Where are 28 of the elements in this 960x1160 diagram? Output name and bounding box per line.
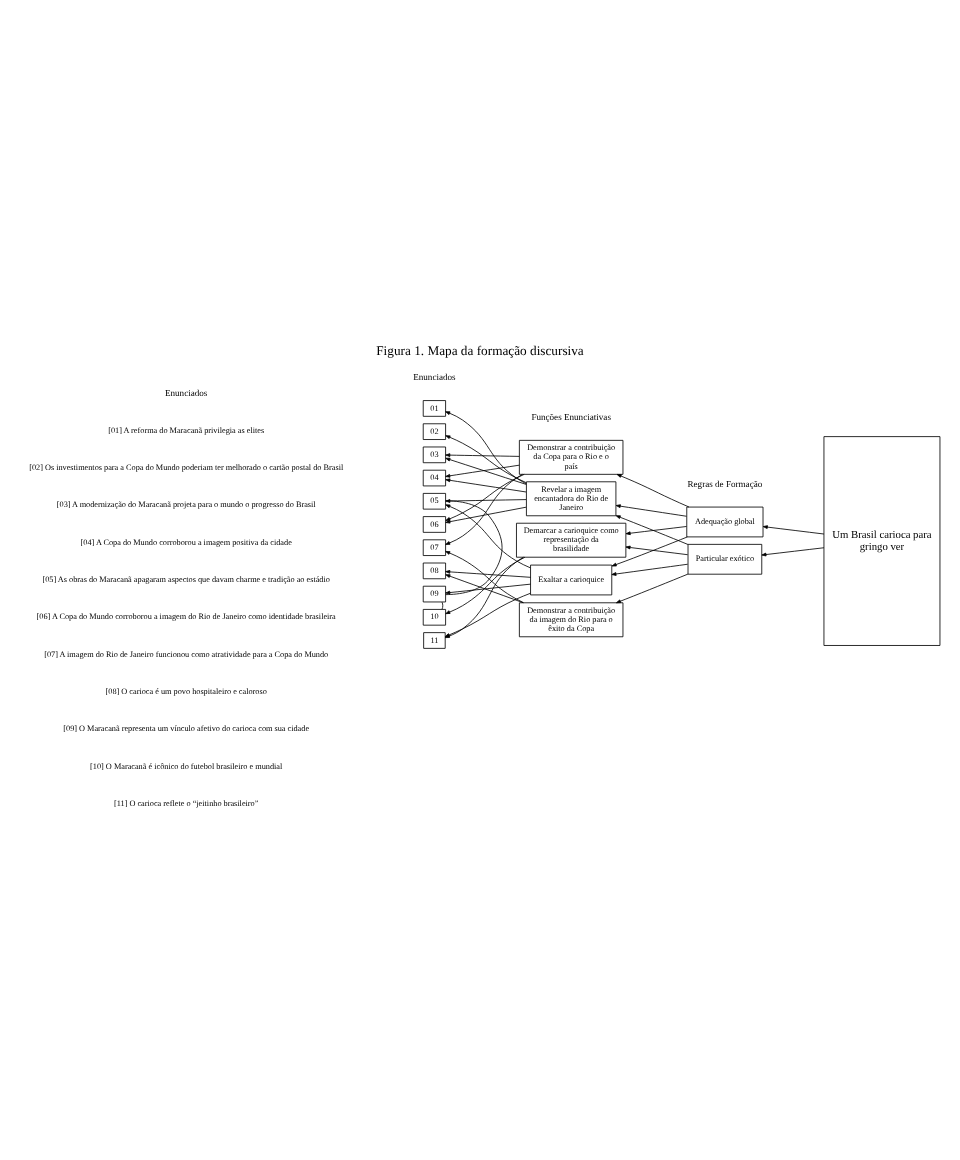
arrow [625,545,689,556]
arrow [445,570,531,578]
arrow [445,556,526,615]
arrow [761,547,825,557]
arrow [445,574,524,604]
arrow [445,473,525,521]
arrow [445,453,520,457]
arrow [445,411,527,485]
arrow [445,464,520,478]
arrow [445,499,527,503]
arrow [445,551,524,604]
arrow [445,506,527,524]
arrow [611,536,688,567]
arrow [625,526,687,536]
arrow [615,515,689,545]
arrow [615,504,687,517]
arrow [445,478,527,493]
arrow [445,504,531,569]
arrow [611,563,689,576]
arrow [445,583,531,595]
arrow [445,435,527,484]
arrow [616,474,690,508]
connector [441,601,444,610]
arrow [616,573,689,604]
arrow [445,473,523,545]
arrow [762,525,825,535]
connector [445,500,503,596]
arrow [445,457,527,485]
